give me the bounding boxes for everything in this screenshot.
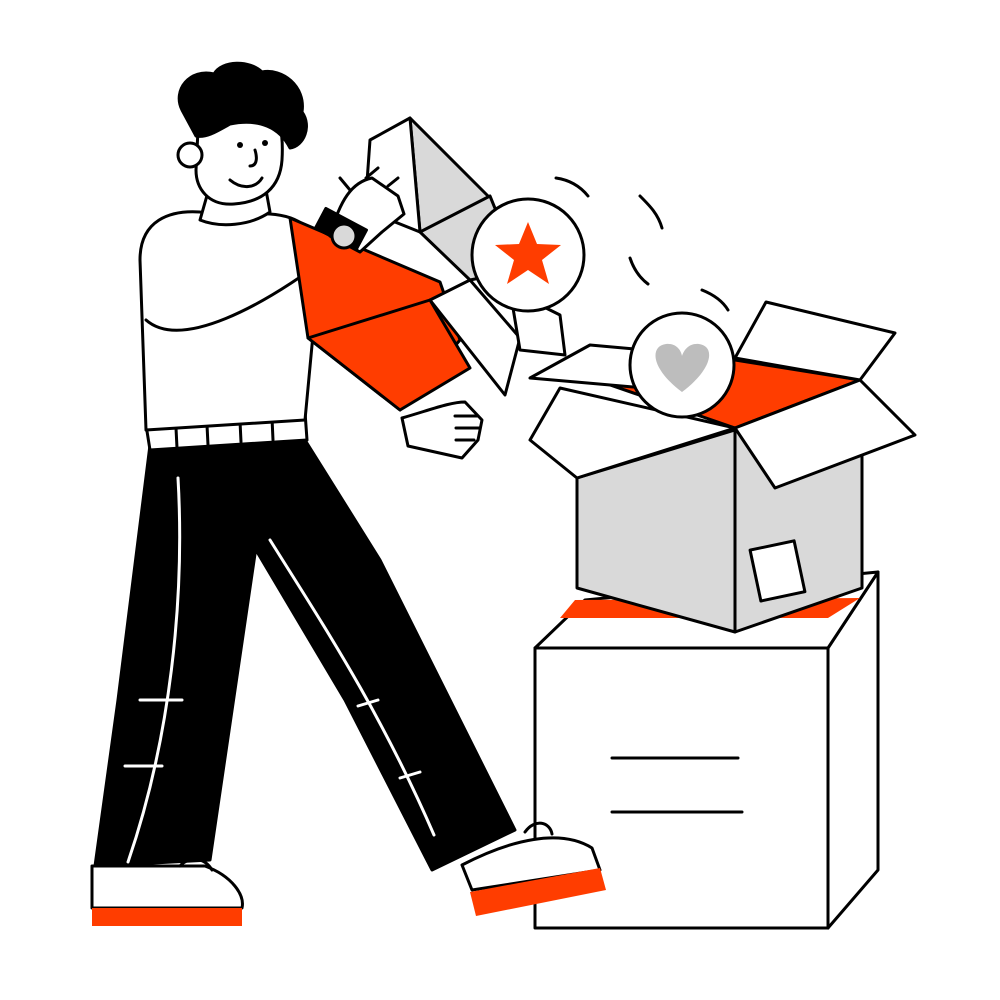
person-shoes	[90, 821, 606, 926]
person-hands	[314, 166, 484, 460]
heart-icon	[655, 343, 710, 392]
star-badge	[470, 197, 586, 313]
box-sticker	[748, 539, 807, 603]
heart-badge	[628, 311, 736, 419]
watch-face	[330, 222, 358, 250]
person-head	[176, 61, 308, 227]
motion-lines	[554, 176, 730, 312]
person-legs	[93, 410, 517, 872]
open-box-held	[288, 116, 567, 412]
star-icon	[495, 222, 561, 284]
